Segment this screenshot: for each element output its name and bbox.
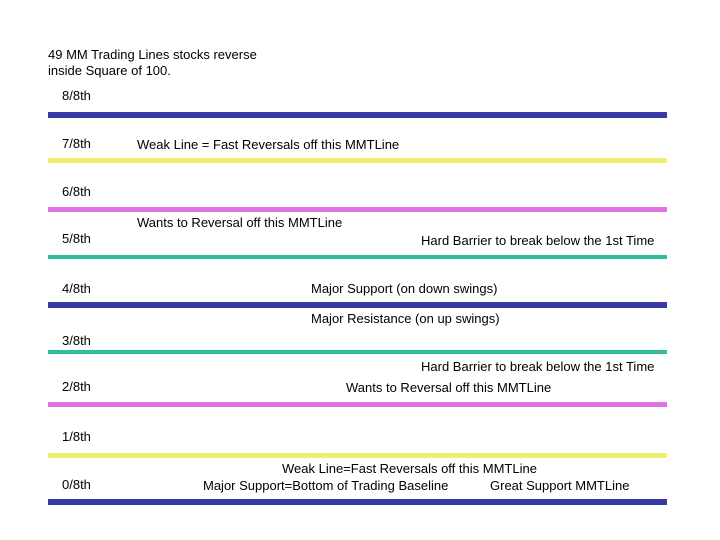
level-label-4-8th: 4/8th bbox=[62, 281, 91, 296]
page-title: 49 MM Trading Lines stocks reverse insid… bbox=[48, 47, 257, 79]
mmt-line-8-8th-major bbox=[48, 112, 667, 118]
mmt-line-3-8th-hard bbox=[48, 350, 667, 354]
mmt-line-2-8th-wants bbox=[48, 402, 667, 407]
level-label-1-8th: 1/8th bbox=[62, 429, 91, 444]
mmt-line-5-8th-hard bbox=[48, 255, 667, 259]
annotation-hard-barrier-3-8th: Hard Barrier to break below the 1st Time bbox=[421, 359, 655, 374]
level-label-2-8th: 2/8th bbox=[62, 379, 91, 394]
page-title-line1: 49 MM Trading Lines stocks reverse bbox=[48, 47, 257, 62]
annotation-weak-line-7-8th: Weak Line = Fast Reversals off this MMTL… bbox=[137, 137, 400, 152]
level-label-3-8th: 3/8th bbox=[62, 333, 91, 348]
annotation-hard-barrier-5-8th: Hard Barrier to break below the 1st Time bbox=[421, 233, 655, 248]
mmt-line-6-8th-wants bbox=[48, 207, 667, 212]
mmt-line-7-8th-weak bbox=[48, 158, 667, 163]
annotation-great-support-0-8th: Great Support MMTLine bbox=[490, 478, 630, 493]
annotation-major-support-4-8th: Major Support (on down swings) bbox=[311, 281, 498, 296]
mmt-line-4-8th-major bbox=[48, 302, 667, 308]
annotation-major-support-0-8th: Major Support=Bottom of Trading Baseline bbox=[203, 478, 449, 493]
level-label-8-8th: 8/8th bbox=[62, 88, 91, 103]
mmt-line-1-8th-weak bbox=[48, 453, 667, 458]
mmt-line-0-8th-major bbox=[48, 499, 667, 505]
level-label-5-8th: 5/8th bbox=[62, 231, 91, 246]
level-label-7-8th: 7/8th bbox=[62, 136, 91, 151]
annotation-wants-reversal-2-8th: Wants to Reversal off this MMTLine bbox=[346, 380, 552, 395]
level-label-6-8th: 6/8th bbox=[62, 184, 91, 199]
page-title-line2: inside Square of 100. bbox=[48, 63, 171, 78]
annotation-wants-reversal-6-8th: Wants to Reversal off this MMTLine bbox=[137, 215, 343, 230]
annotation-major-resistance-4-8th: Major Resistance (on up swings) bbox=[311, 311, 500, 326]
annotation-weak-line-0-8th: Weak Line=Fast Reversals off this MMTLin… bbox=[282, 461, 537, 476]
level-label-0-8th: 0/8th bbox=[62, 477, 91, 492]
